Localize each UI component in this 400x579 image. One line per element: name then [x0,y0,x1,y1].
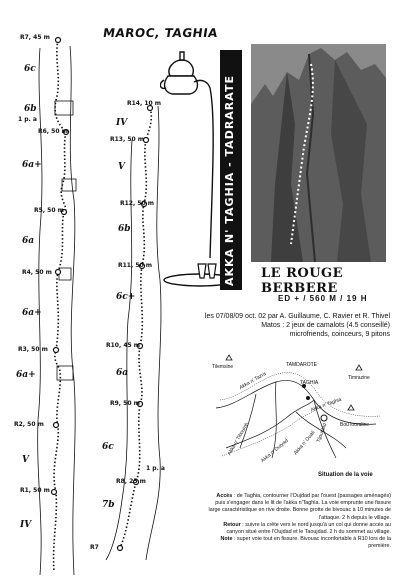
grade-right-2: V [118,162,125,172]
grade-left-5: 6a+ [22,308,42,318]
teapot-illustration [160,51,237,287]
pitch-label-r2: R2, 50 m [14,421,44,428]
grade-left-8: IV [20,520,32,530]
grade-left-2: 6b [24,104,37,114]
pitch-label-r12: R12, 50 m [120,200,155,207]
map-place-taghia: TAGHIA [300,380,319,386]
info-gear-extra: microfriends, coinceurs, 9 pitons [289,331,390,338]
pitch-label-r5: R5, 50 m [34,207,64,214]
grade-right-4: 6c+ [116,292,136,302]
route-info: les 07/08/09 oct. 02 par A. Guillaume, C… [185,312,390,339]
pitch-label-r8: R8, 25 m [116,478,146,485]
topo-left-drawing [37,36,77,576]
acces-text: : de Taghia, contourner l'Oujdad par l'o… [208,493,392,521]
map-place-tamdarote: TAMDAROTE [286,362,318,368]
note-label: Note [220,536,233,543]
info-gear: Matos : 2 jeux de camalots (4.5 conseill… [261,322,390,329]
wall-photo-drawing [251,44,386,262]
pitch-label-aid-2: 1 p. a [146,465,165,472]
pitch-label-r3: R3, 50 m [18,346,48,353]
map-caption: Situation de la voie [318,472,373,478]
pitch-label-r4: R4, 50 m [22,269,52,276]
grade-right-3: 6b [118,224,131,234]
map-place-tilemsine: Tilemsine [212,364,234,370]
vertical-banner-text: AKKA N' TAGHIA - TADRARATE [223,75,236,286]
grade-right-7: 7b [102,500,115,510]
grade-left-1: 6c [24,64,36,74]
vertical-banner: AKKA N' TAGHIA - TADRARATE [220,50,242,290]
acces-label: Accès [216,493,233,499]
pitch-label-r1: R1, 50 m [20,487,50,494]
note-text: : super voie tout en fissure. Bivouac in… [233,536,391,550]
pitch-label-aid: 1 p. a [18,116,37,123]
grade-right-5: 6a [116,368,129,378]
grade-right-1: IV [116,118,128,128]
pitch-label-r14: R14, 10 m [127,100,162,107]
wall-photo [251,44,386,262]
pitch-label-r7-start: R7 [90,544,99,551]
route-stats: ED + / 560 M / 19 H [278,294,368,303]
grade-left-3: 6a+ [22,160,42,170]
info-first-ascent: les 07/08/09 oct. 02 par A. Guillaume, C… [204,313,390,320]
grade-right-6: 6c [102,442,114,452]
map-place-bou-louraline: Bou louraline [340,422,370,428]
retour-text: : suivre la crête vers le nord jusqu'à u… [226,521,391,536]
route-title: LE ROUGE BERBERE [261,266,344,296]
pitch-label-r13: R13, 50 m [110,136,145,143]
pitch-label-r7: R7, 45 m [20,34,50,41]
grade-left-4: 6a [22,236,35,246]
map-place-timrazine: Timrazine [348,375,370,381]
pitch-label-r9: R9, 50 m [110,400,140,407]
pitch-label-r10: R10, 45 m [106,342,141,349]
grade-left-7: V [22,455,29,465]
location-map [215,354,381,459]
topo-right-drawing [105,104,162,561]
pitch-label-r6: R6, 50 m [38,128,68,135]
retour-label: Retour [223,521,241,528]
route-description: Accès : de Taghia, contourner l'Oujdad p… [208,493,392,551]
pitch-label-r11: R11, 50 m [118,262,153,269]
grade-left-6: 6a+ [16,370,36,380]
